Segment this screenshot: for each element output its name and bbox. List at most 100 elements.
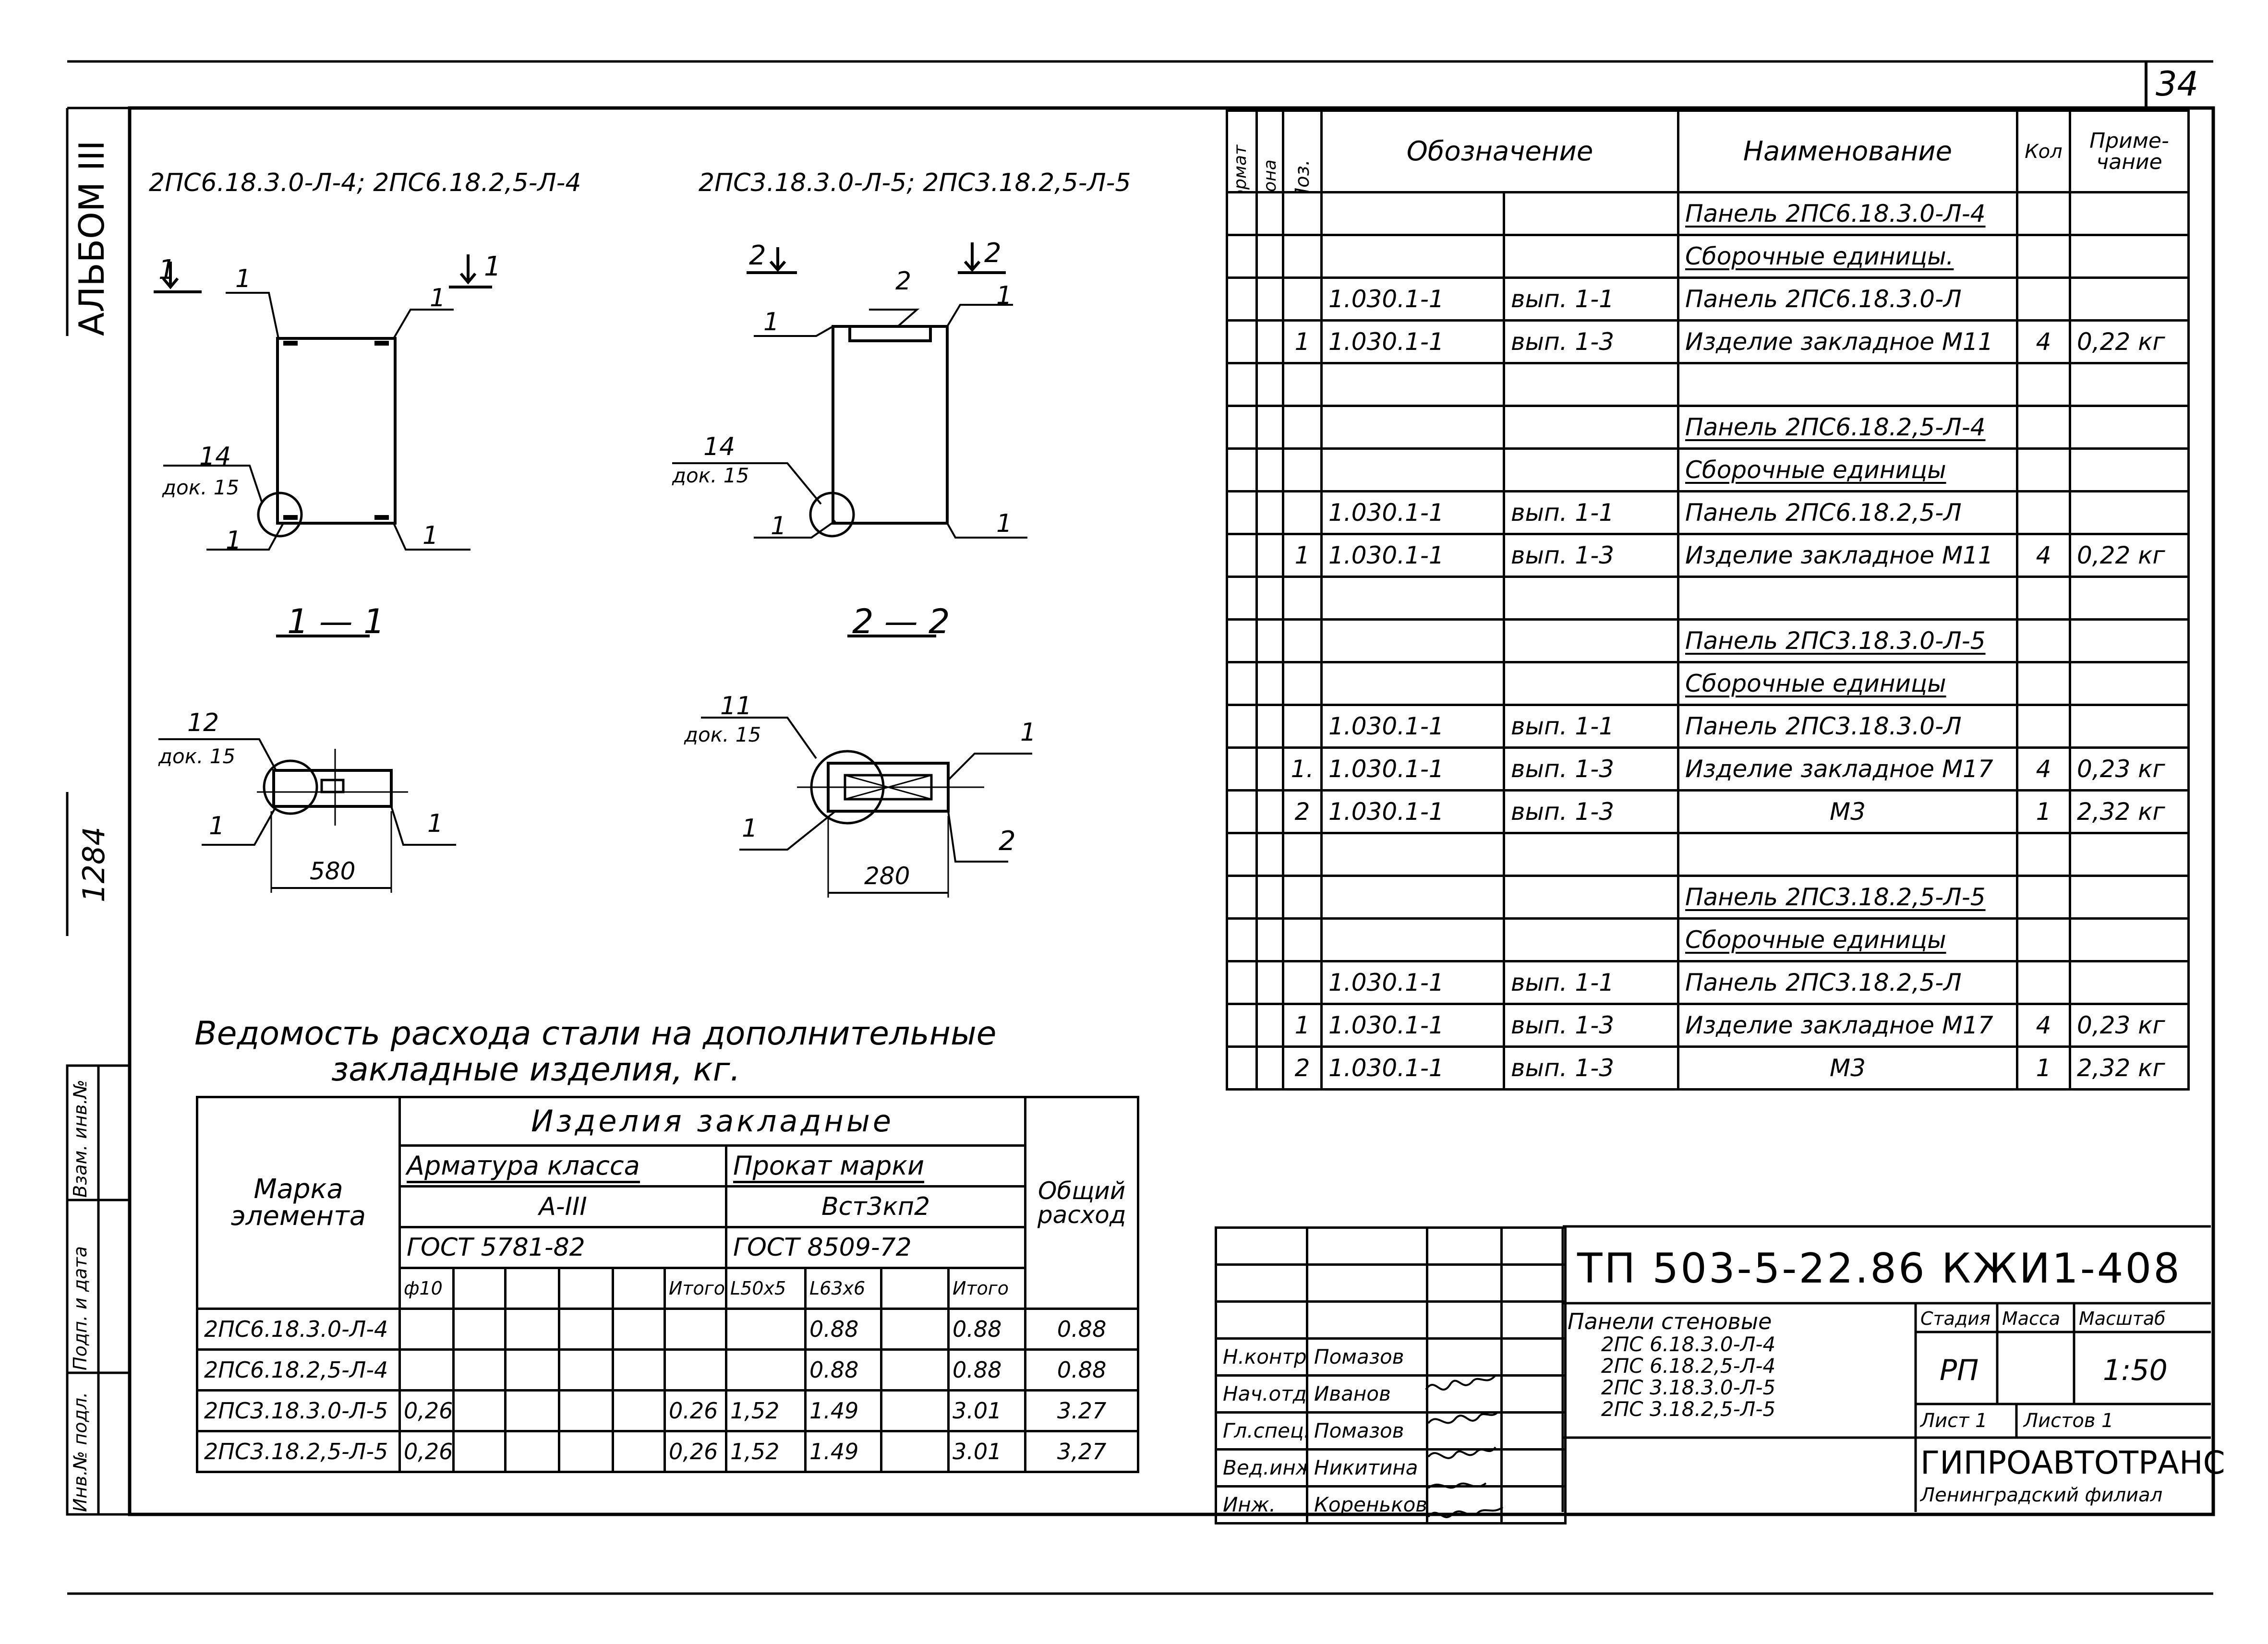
spec-header-row: Формат Зона Поз. Обозначение Наименовани… [1226, 109, 2190, 193]
spec-variant-cell [1503, 405, 1679, 450]
signer-signature [1426, 1448, 1503, 1488]
spec-zone-cell [1255, 832, 1284, 877]
spec-name-cell: Изделие закладное М11 [1677, 319, 2018, 364]
stamp-empty-cell [1426, 1300, 1503, 1340]
rolled-grade: Вст3кп2 [724, 1185, 1027, 1228]
spec-qty-cell [2016, 832, 2071, 877]
spec-zone-cell [1255, 960, 1284, 1005]
spec-code-cell: 1.030.1-1 [1320, 1045, 1505, 1091]
rolled-grade-label: Прокат марки [724, 1144, 1027, 1188]
spec-code-cell: 1.030.1-1 [1320, 960, 1505, 1005]
spec-qty-cell [2016, 191, 2071, 236]
spec-note-cell: 2,32 кг [2069, 1045, 2190, 1091]
spec-row: Панель 2ПС3.18.2,5-Л-5 [1226, 875, 2190, 920]
spec-note-cell: 0,23 кг [2069, 746, 2190, 792]
spec-zone-cell [1255, 362, 1284, 407]
title-line: 2ПС 3.18.2,5-Л-5 [1601, 1397, 1776, 1421]
spec-zone-cell [1255, 319, 1284, 364]
stamp-empty-cell [1500, 1300, 1567, 1340]
spec-name-cell: Панель 2ПС3.18.2,5-Л [1677, 960, 2018, 1005]
steel-mark-cell: 2ПС3.18.2,5-Л-5 [196, 1430, 401, 1473]
steel-subheader-cell: ф10 [398, 1267, 455, 1310]
signer-name: Кореньков [1306, 1485, 1428, 1524]
dim-580: 580 [310, 857, 356, 885]
spec-zone-cell [1255, 447, 1284, 492]
signer-signature [1426, 1485, 1503, 1524]
specification-table: Формат Зона Поз. Обозначение Наименовани… [1226, 109, 2190, 1091]
spec-format-cell [1226, 618, 1258, 663]
header-note: Приме- чание [2069, 109, 2190, 193]
pos-label: 1 [763, 308, 780, 336]
spec-row: Панель 2ПС6.18.3.0-Л-4 [1226, 191, 2190, 236]
spec-variant-cell [1503, 832, 1679, 877]
spec-code-cell: 1.030.1-1 [1320, 490, 1505, 535]
spec-qty-cell: 1 [2016, 1045, 2071, 1091]
steel-value-cell [504, 1308, 560, 1351]
stamp-empty-cell [1215, 1263, 1308, 1303]
spec-qty-cell [2016, 234, 2071, 279]
steel-col-total: Общий расход [1024, 1096, 1140, 1310]
signer-name: Никитина [1306, 1448, 1428, 1488]
spec-code-cell: 1.030.1-1 [1320, 704, 1505, 749]
steel-value-cell [664, 1348, 727, 1392]
signer-date [1500, 1448, 1567, 1488]
stamp-empty-cell [1500, 1226, 1567, 1266]
spec-zone-cell [1255, 490, 1284, 535]
spec-pos-cell [1282, 618, 1323, 663]
detail-11: 11 [720, 692, 752, 720]
spec-note-cell [2069, 447, 2190, 492]
steel-value-cell [880, 1430, 950, 1473]
pos-label: 1 [430, 284, 446, 312]
spec-name-cell: Изделие закладное М17 [1677, 1003, 2018, 1048]
spec-pos-cell [1282, 875, 1323, 920]
spec-variant-cell [1503, 618, 1679, 663]
header-format: Формат [1226, 109, 1258, 193]
pos-label: 1 [996, 509, 1013, 538]
spec-pos-cell: 1 [1282, 1003, 1323, 1048]
spec-name-cell: Панель 2ПС6.18.2,5-Л-4 [1677, 405, 2018, 450]
spec-zone-cell [1255, 704, 1284, 749]
spec-variant-cell [1503, 875, 1679, 920]
stamp-empty-cell [1500, 1263, 1567, 1303]
spec-pos-cell [1282, 191, 1323, 236]
spec-row: Сборочные единицы. [1226, 234, 2190, 279]
spec-variant-cell: вып. 1-3 [1503, 319, 1679, 364]
steel-total-cell: 3,27 [1024, 1430, 1140, 1473]
left-drawing-caption: 2ПС6.18.3.0-Л-4; 2ПС6.18.2,5-Л-4 [149, 168, 581, 197]
spec-qty-cell [2016, 875, 2071, 920]
stamp-signer-row: Н.контр.Помазов [1215, 1337, 1567, 1377]
spec-row [1226, 576, 2190, 621]
spec-qty-cell [2016, 661, 2071, 706]
spec-code-cell: 1.030.1-1 [1320, 746, 1505, 792]
spec-pos-cell [1282, 276, 1323, 322]
spec-name-cell: Изделие закладное М11 [1677, 533, 2018, 578]
spec-zone-cell [1255, 405, 1284, 450]
steel-value-cell [504, 1430, 560, 1473]
title-line: 2ПС 6.18.2,5-Л-4 [1601, 1354, 1776, 1378]
header-zone: Зона [1255, 109, 1284, 193]
spec-code-cell: 1.030.1-1 [1320, 1003, 1505, 1048]
spec-format-cell [1226, 746, 1258, 792]
stamp-empty-row [1215, 1300, 1567, 1340]
steel-group-header: Изделия закладные [398, 1096, 1027, 1147]
spec-code-cell: 1.030.1-1 [1320, 319, 1505, 364]
steel-subheader-cell [504, 1267, 560, 1310]
spec-format-cell [1226, 1045, 1258, 1091]
steel-mark-cell: 2ПС6.18.3.0-Л-4 [196, 1308, 401, 1351]
signer-role: Гл.спец. [1215, 1411, 1308, 1451]
steel-subheader-cell: L63x6 [804, 1267, 882, 1310]
pos-label: 1 [742, 814, 758, 843]
doc-ref-right: док. 15 [672, 464, 749, 487]
spec-code-cell [1320, 234, 1505, 279]
cut-mark-2-right: 2 [984, 238, 1001, 269]
signer-name: Помазов [1306, 1411, 1428, 1451]
spec-code-cell: 1.030.1-1 [1320, 533, 1505, 578]
doc-ref-12: док. 15 [158, 744, 236, 768]
spec-pos-cell [1282, 490, 1323, 535]
rebar-gost: ГОСТ 5781-82 [398, 1226, 727, 1269]
